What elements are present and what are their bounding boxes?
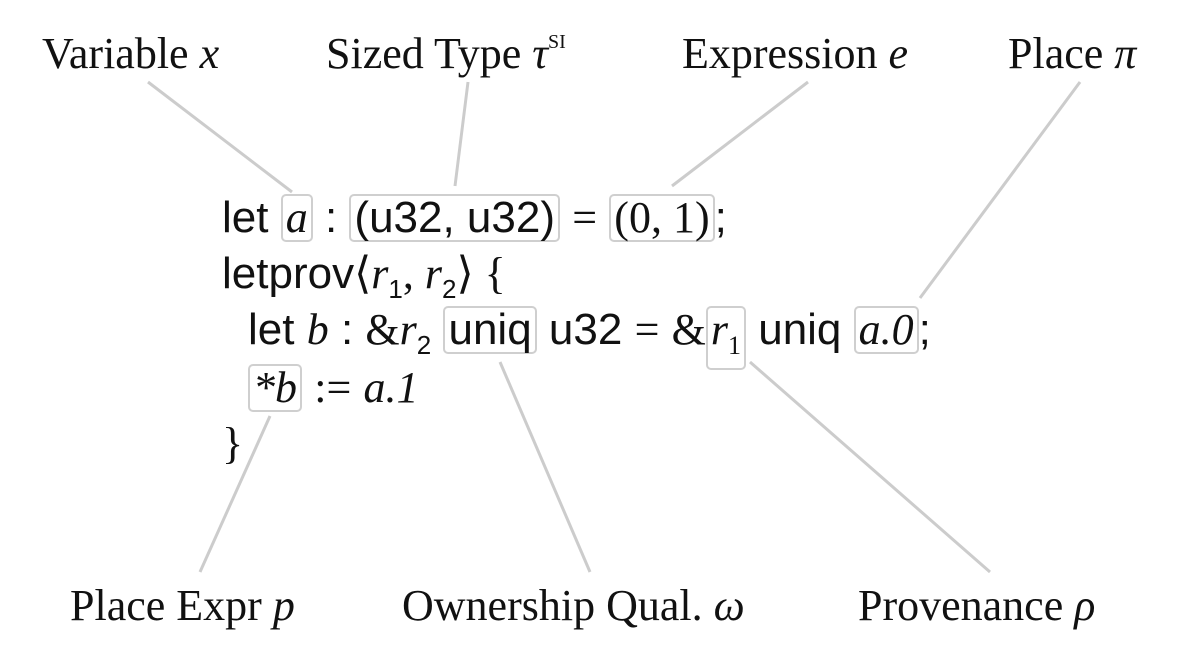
- label-ownership-qual: Ownership Qual. ω: [402, 581, 745, 630]
- leader-ownership: [498, 361, 592, 573]
- label-place: Place π: [1008, 29, 1137, 78]
- label-sized-type: Sized Type τSI: [326, 29, 566, 78]
- label-variable: Variable x: [42, 29, 220, 78]
- box-place: a.0: [853, 306, 919, 354]
- code-line-4: *b := a.1: [248, 362, 419, 413]
- label-place-expr: Place Expr p: [70, 581, 295, 630]
- code-line-3: let b : &r2 uniq u32 = &r1 uniq a.0;: [248, 304, 931, 370]
- leader-expression: [671, 80, 809, 188]
- code-line-1: let a : (u32, u32) = (0, 1);: [222, 193, 727, 242]
- code-line-2: letprov⟨r1, r2⟩ {: [222, 249, 506, 304]
- box-provenance: r1: [705, 306, 746, 370]
- label-provenance: Provenance ρ: [858, 581, 1096, 630]
- box-place-expr: *b: [248, 364, 302, 412]
- label-expression: Expression e: [682, 29, 909, 78]
- box-variable: a: [280, 194, 313, 242]
- box-ownership-qual: uniq: [443, 306, 537, 354]
- leader-variable: [147, 80, 293, 194]
- box-expression: (0, 1): [609, 194, 715, 242]
- box-sized-type: (u32, u32): [349, 194, 560, 242]
- leader-sized-type: [453, 81, 470, 187]
- leader-place-expr: [198, 415, 272, 573]
- code-line-5: }: [222, 419, 244, 468]
- leader-place: [918, 81, 1082, 299]
- leader-provenance: [749, 360, 991, 574]
